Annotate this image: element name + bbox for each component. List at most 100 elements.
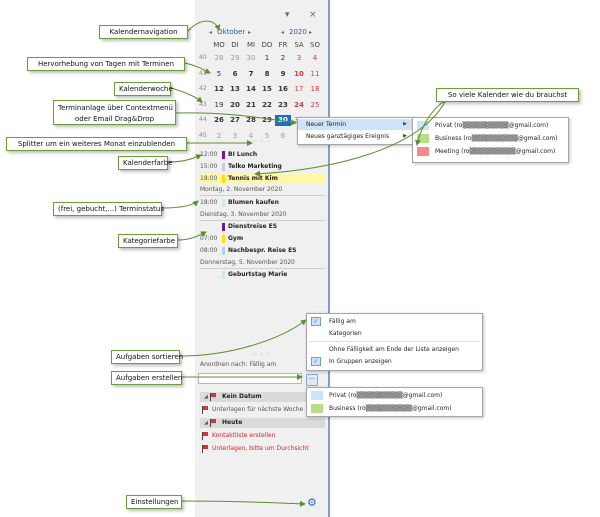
day-cell[interactable]: 2 — [280, 54, 286, 62]
agenda-event[interactable]: Dienstreise ES — [200, 222, 325, 232]
day-cell[interactable]: 11 — [310, 69, 320, 78]
prev-month-icon[interactable]: ◂ — [209, 29, 213, 36]
day-cell[interactable]: 26 — [214, 116, 224, 124]
callout-settings: Einstellungen — [126, 495, 182, 509]
task-item[interactable]: Kontaktliste erstellen — [200, 431, 325, 441]
task-calendar-dropdown-button[interactable]: ··· — [306, 374, 318, 386]
option-show-in-groups[interactable]: ✓In Gruppen anzeigen — [307, 356, 482, 367]
calendar-option-label: Meeting (ro▒▒▒▒▒▒▒▒▒▒@gmail.com) — [435, 148, 556, 155]
week-number[interactable]: 43 — [199, 100, 207, 108]
next-month-icon[interactable]: ▸ — [248, 29, 252, 36]
day-cell[interactable]: 25 — [310, 100, 320, 109]
menu-item-new-appointment[interactable]: Neuer Termin▶ — [298, 119, 413, 130]
day-cell[interactable]: 27 — [230, 116, 240, 124]
day-cell[interactable]: 6 — [232, 69, 238, 78]
day-cell[interactable]: 28 — [214, 54, 224, 62]
day-cell[interactable]: 6 — [280, 131, 286, 140]
day-cell[interactable]: 19 — [214, 100, 224, 109]
sort-option-categories[interactable]: Kategorien — [329, 330, 362, 337]
day-cell[interactable]: 30 — [246, 54, 256, 62]
task-splitter[interactable]: · · · — [253, 350, 271, 359]
task-title: Kontaktliste erstellen — [212, 432, 276, 439]
day-cell[interactable]: 16 — [278, 85, 288, 93]
day-cell[interactable]: 29 — [262, 116, 272, 124]
collapse-triangle-icon[interactable]: ◢ — [204, 394, 208, 400]
day-cell[interactable]: 15 — [262, 85, 272, 93]
day-cell[interactable]: 8 — [264, 69, 270, 78]
week-number[interactable]: 45 — [199, 131, 207, 139]
day-cell[interactable]: 10 — [294, 69, 304, 78]
calendar-option[interactable]: Privat (ro▒▒▒▒▒▒▒▒▒▒@gmail.com) — [413, 120, 568, 131]
day-cell[interactable]: 18 — [310, 85, 320, 93]
sort-option-due-date[interactable]: ✓Fällig am — [307, 316, 482, 327]
day-cell[interactable]: 12 — [214, 85, 224, 93]
option-undated-at-end[interactable]: Ohne Fälligkeit am Ende der Liste anzeig… — [329, 346, 459, 353]
day-cell[interactable]: 3 — [232, 131, 238, 140]
day-cell[interactable]: 22 — [262, 100, 272, 109]
week-number[interactable]: 44 — [199, 116, 207, 123]
day-cell[interactable]: 13 — [230, 85, 240, 93]
day-cell[interactable]: 24 — [294, 100, 304, 109]
category-color-bar — [222, 271, 225, 279]
event-time: 15:00 — [200, 163, 218, 170]
week-number[interactable]: 42 — [199, 85, 207, 92]
arrow-settings — [181, 500, 306, 507]
agenda-event[interactable]: Geburtstag Marie — [200, 270, 325, 280]
task-item[interactable]: Unterlagen für nächste Woche — [200, 405, 325, 415]
day-cell[interactable]: 28 — [246, 116, 256, 124]
close-icon[interactable]: × — [309, 10, 317, 20]
day-cell[interactable]: 1 — [264, 54, 270, 62]
day-cell[interactable]: 3 — [296, 54, 302, 62]
gear-icon[interactable]: ⚙ — [307, 496, 317, 509]
task-calendar-option-label: Business (ro▒▒▒▒▒▒▒▒▒▒@gmail.com) — [329, 405, 452, 412]
day-cell[interactable]: 29 — [230, 54, 240, 62]
task-group-header[interactable]: ◢Kein Datum — [200, 392, 325, 402]
event-time: 18:00 — [200, 175, 218, 182]
day-cell[interactable]: 5 — [264, 131, 270, 140]
day-cell[interactable]: 7 — [248, 69, 254, 78]
day-cell[interactable]: 14 — [246, 85, 256, 93]
day-cell[interactable]: 20 — [230, 100, 240, 109]
task-calendar-option[interactable]: Privat (ro▒▒▒▒▒▒▒▒▒▒@gmail.com) — [307, 390, 482, 401]
event-time: 08:00 — [200, 247, 218, 254]
calendar-splitter[interactable]: · · · — [253, 137, 271, 146]
arrow-navigation — [187, 20, 221, 32]
task-group-header[interactable]: ◢Heute — [200, 418, 325, 428]
flag-icon[interactable] — [202, 406, 208, 414]
month-label[interactable]: Oktober — [217, 28, 246, 36]
day-cell[interactable]: 30 — [275, 115, 291, 126]
flag-icon[interactable] — [202, 432, 208, 440]
calendar-color-swatch — [417, 121, 429, 130]
prev-year-icon[interactable]: ◂ — [281, 29, 285, 36]
triangle-down-icon[interactable]: ▾ — [285, 10, 290, 20]
task-sort-label[interactable]: Anordnen nach: Fällig am — [200, 361, 277, 368]
day-cell[interactable]: 5 — [216, 69, 222, 78]
day-cell[interactable]: 4 — [312, 54, 318, 62]
task-item[interactable]: Unterlagen, bitte um Durchsicht — [200, 444, 325, 454]
week-number[interactable]: 41 — [199, 69, 207, 77]
day-cell[interactable]: 17 — [294, 85, 304, 93]
task-calendar-option[interactable]: Business (ro▒▒▒▒▒▒▒▒▒▒@gmail.com) — [307, 403, 482, 414]
week-number[interactable]: 40 — [199, 54, 207, 61]
category-color-bar — [222, 235, 225, 243]
next-year-icon[interactable]: ▸ — [309, 29, 313, 36]
day-cell[interactable]: 9 — [280, 69, 286, 78]
calendar-option[interactable]: Business (ro▒▒▒▒▒▒▒▒▒▒@gmail.com) — [413, 133, 568, 144]
day-cell[interactable]: 2 — [216, 131, 222, 140]
flag-icon[interactable] — [202, 445, 208, 453]
day-cell[interactable]: 23 — [278, 100, 288, 109]
callout-color: Kalenderfarbe — [118, 156, 172, 170]
day-cell[interactable]: 4 — [248, 131, 254, 140]
day-cell[interactable]: 21 — [246, 100, 256, 109]
menu-item-new-allday-event[interactable]: Neues ganztägiges Ereignis▶ — [306, 133, 407, 140]
calendar-option[interactable]: Meeting (ro▒▒▒▒▒▒▒▒▒▒@gmail.com) — [413, 146, 568, 157]
arrow-create — [175, 112, 297, 126]
collapse-triangle-icon[interactable]: ◢ — [204, 420, 208, 426]
year-label[interactable]: 2020 — [289, 28, 307, 36]
